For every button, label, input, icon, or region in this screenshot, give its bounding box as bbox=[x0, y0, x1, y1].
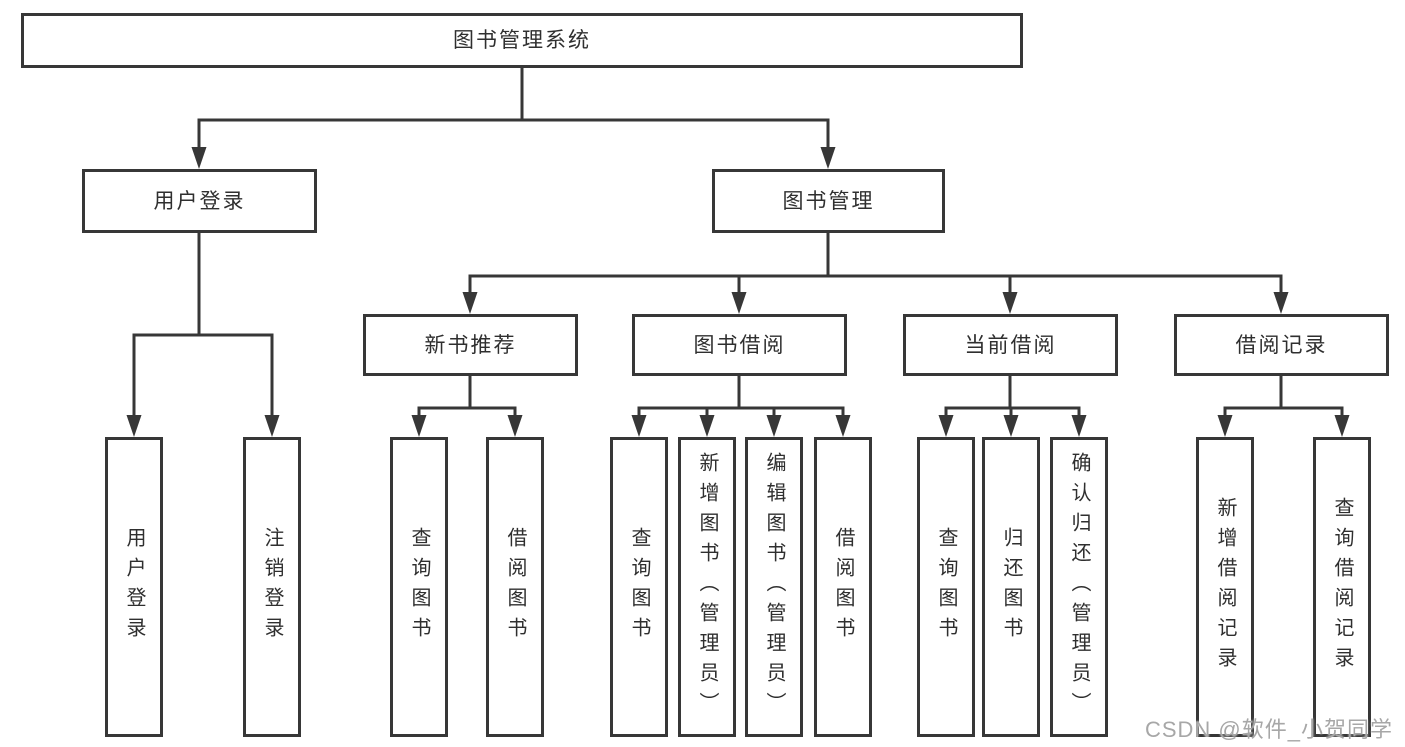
node-label: 查询图书 bbox=[628, 527, 650, 647]
node-library-management-system: 图书管理系统 bbox=[21, 13, 1023, 68]
leaf-edit-books-admin: 编辑图书（管理员） bbox=[745, 437, 803, 737]
leaf-user-login: 用户登录 bbox=[105, 437, 163, 737]
leaf-borrow-books-borrowing: 借阅图书 bbox=[814, 437, 872, 737]
leaf-add-borrowing-record: 新增借阅记录 bbox=[1196, 437, 1254, 737]
node-label: 查询图书 bbox=[408, 527, 430, 647]
node-label: 新增图书（管理员） bbox=[696, 452, 718, 722]
leaf-return-books: 归还图书 bbox=[982, 437, 1040, 737]
node-label: 当前借阅 bbox=[964, 333, 1057, 357]
node-label: 新增借阅记录 bbox=[1214, 497, 1236, 677]
node-label: 图书管理系统 bbox=[453, 29, 591, 52]
node-current-borrowing: 当前借阅 bbox=[903, 314, 1118, 376]
node-label: 新书推荐 bbox=[424, 333, 517, 357]
leaf-query-books-current: 查询图书 bbox=[917, 437, 975, 737]
node-label: 编辑图书（管理员） bbox=[763, 452, 785, 722]
leaf-logout-login: 注销登录 bbox=[243, 437, 301, 737]
node-label: 查询借阅记录 bbox=[1331, 497, 1353, 677]
leaf-query-books-borrowing: 查询图书 bbox=[610, 437, 668, 737]
node-label: 借阅图书 bbox=[504, 527, 526, 647]
node-label: 用户登录 bbox=[123, 527, 145, 647]
leaf-borrow-books-recommend: 借阅图书 bbox=[486, 437, 544, 737]
node-book-management-branch: 图书管理 bbox=[712, 169, 945, 233]
node-user-login-branch: 用户登录 bbox=[82, 169, 317, 233]
node-borrowing-records: 借阅记录 bbox=[1174, 314, 1389, 376]
node-label: 确认归还（管理员） bbox=[1068, 452, 1090, 722]
node-label: 借阅图书 bbox=[832, 527, 854, 647]
node-new-book-recommendation: 新书推荐 bbox=[363, 314, 578, 376]
leaf-query-borrowing-record: 查询借阅记录 bbox=[1313, 437, 1371, 737]
node-label: 用户登录 bbox=[153, 189, 246, 213]
node-label: 图书管理 bbox=[782, 189, 875, 213]
node-label: 查询图书 bbox=[935, 527, 957, 647]
node-label: 借阅记录 bbox=[1235, 333, 1328, 357]
node-book-borrowing: 图书借阅 bbox=[632, 314, 847, 376]
node-label: 归还图书 bbox=[1000, 527, 1022, 647]
leaf-query-books-recommend: 查询图书 bbox=[390, 437, 448, 737]
csdn-watermark: CSDN @软件_小贺同学 bbox=[1144, 717, 1393, 742]
node-label: 图书借阅 bbox=[693, 333, 786, 357]
node-label: 注销登录 bbox=[261, 527, 283, 647]
leaf-confirm-return-admin: 确认归还（管理员） bbox=[1050, 437, 1108, 737]
leaf-add-books-admin: 新增图书（管理员） bbox=[678, 437, 736, 737]
